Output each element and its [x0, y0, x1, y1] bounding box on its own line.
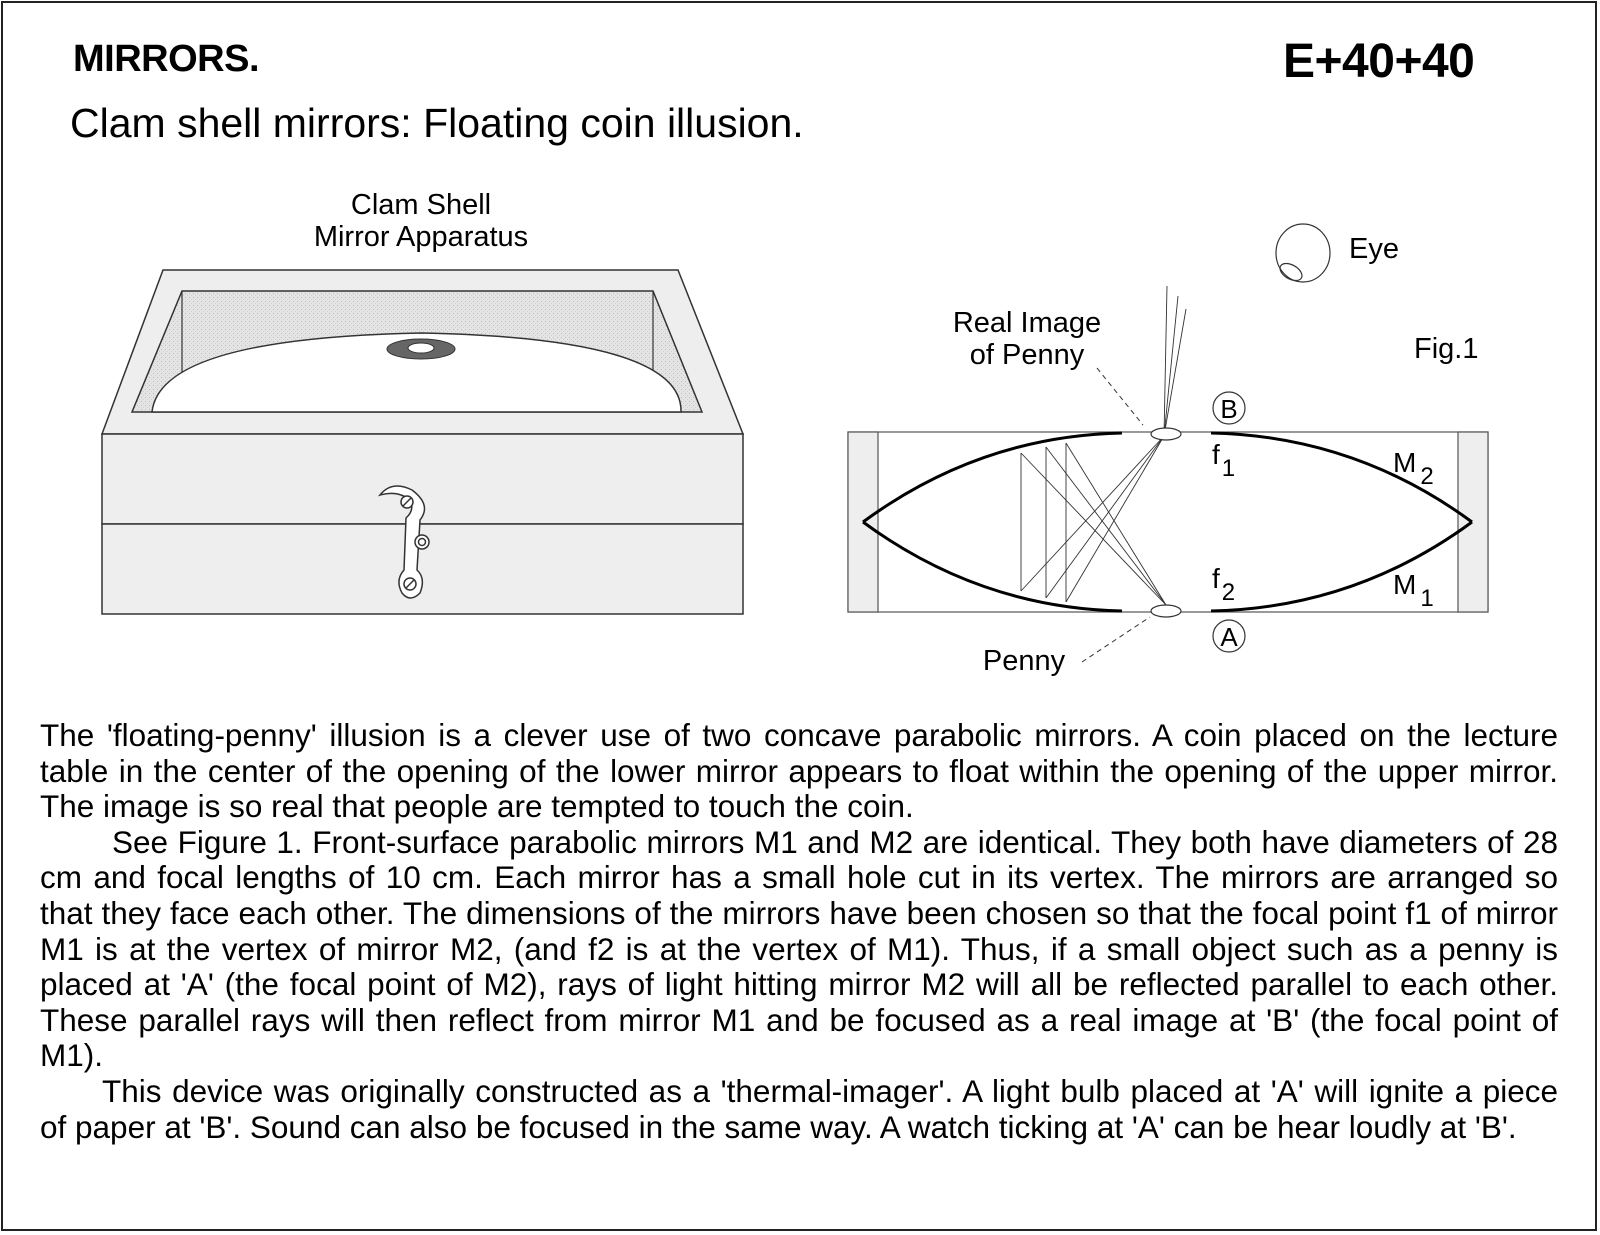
penny-coin-icon — [1150, 604, 1182, 618]
point-a-marker — [1212, 619, 1246, 653]
figures: Clam Shell Mirror Apparatus — [100, 189, 1489, 677]
apparatus-caption-line1: Clam Shell — [351, 189, 491, 221]
eye-label: Eye — [1349, 233, 1399, 265]
penny-label: Penny — [983, 645, 1066, 677]
mirror-m2-left — [862, 431, 1123, 524]
point-b-marker — [1212, 391, 1246, 425]
demo-code: E+40+40 — [1283, 35, 1475, 88]
light-rays — [1020, 285, 1187, 606]
coin-icon — [407, 342, 435, 354]
paragraph-figure-explanation: See Figure 1. Front-surface parabolic mi… — [40, 823, 1558, 1074]
real-image-label-line2: of Penny — [970, 339, 1085, 371]
point-a-label: A — [1220, 622, 1238, 652]
figure-label: Fig.1 — [1414, 333, 1478, 365]
f2-label: f2 — [1212, 563, 1235, 606]
body-text: The 'floating-penny' illusion is a cleve… — [40, 717, 1558, 1145]
point-b-label: B — [1220, 394, 1237, 424]
figure-1-diagram: Eye Real Image of Penny Fig.1 B A f1 f2 … — [847, 223, 1489, 677]
paragraph-intro: The 'floating-penny' illusion is a cleve… — [40, 717, 1558, 825]
real-image-coin-icon — [1150, 427, 1182, 441]
page-subtitle: Clam shell mirrors: Floating coin illusi… — [70, 100, 804, 146]
mirror-m1-right — [1210, 520, 1473, 613]
mirror-m1-left — [862, 520, 1123, 613]
section-title: MIRRORS. — [73, 38, 260, 80]
mirror-m2-right — [1210, 431, 1473, 524]
apparatus-caption-line2: Mirror Apparatus — [314, 221, 528, 253]
apparatus-figure: Clam Shell Mirror Apparatus — [100, 189, 745, 615]
f1-label: f1 — [1212, 439, 1235, 482]
eye-icon — [1275, 223, 1331, 283]
dome-mirror — [151, 332, 682, 413]
real-image-label-line1: Real Image — [953, 307, 1101, 339]
latch-icon — [377, 485, 430, 599]
paragraph-thermal-imager: This device was originally constructed a… — [40, 1072, 1558, 1145]
